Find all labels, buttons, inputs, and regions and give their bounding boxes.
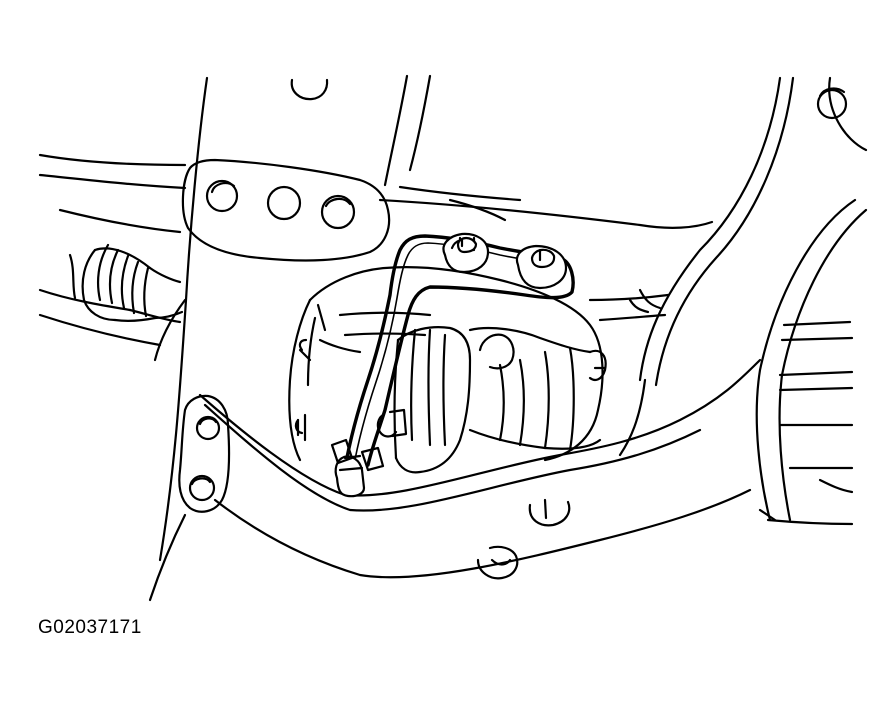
- lower-mounting-bracket: [178, 394, 231, 513]
- vehicle-body-frame: [148, 74, 868, 602]
- tube-union-bolt-left: [442, 232, 490, 274]
- tube-lower-fitting: [330, 438, 385, 498]
- steering-gear-boot: [38, 153, 187, 347]
- tube-union-bolt-right: [515, 244, 568, 290]
- figure-code: G02037171: [38, 617, 142, 638]
- upper-mounting-bracket: [181, 158, 391, 262]
